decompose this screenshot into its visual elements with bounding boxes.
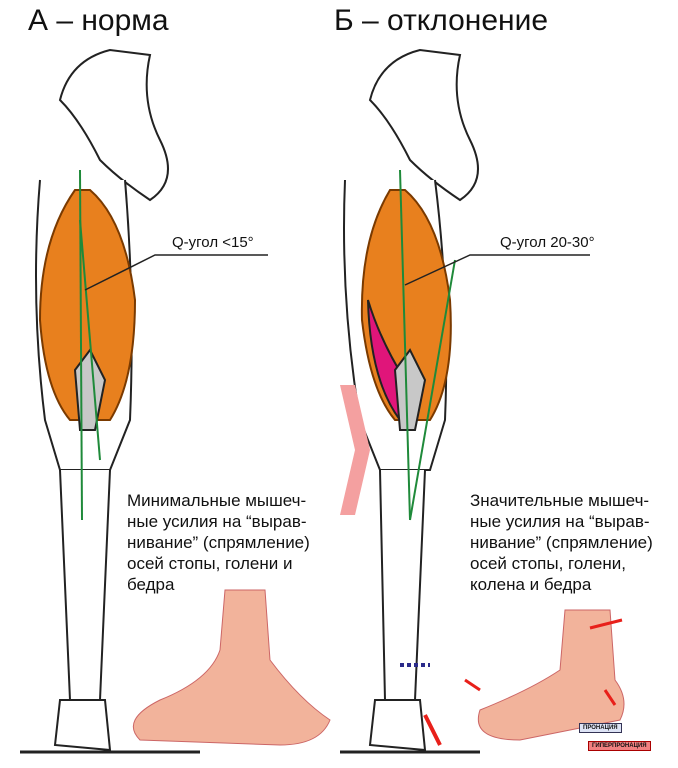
description-line: колена и бедра bbox=[470, 575, 592, 594]
foot-illustration-normal bbox=[132, 589, 331, 746]
description-line: нивание” (спрямление) bbox=[470, 533, 653, 552]
patella bbox=[73, 348, 107, 431]
description-line: осей стопы, голени и bbox=[127, 554, 293, 573]
patella bbox=[393, 348, 427, 431]
description-line: Минимальные мышеч- bbox=[127, 491, 307, 510]
description-a: Минимальные мышеч- ные усилия на “вырав-… bbox=[127, 490, 310, 595]
valgus-marker bbox=[340, 385, 370, 515]
description-b: Значительные мышеч- ные усилия на “вырав… bbox=[470, 490, 653, 595]
pelvis bbox=[58, 48, 169, 202]
foot-illustration-pronation bbox=[464, 609, 625, 741]
q-axis-line bbox=[399, 169, 411, 521]
leg-normal bbox=[20, 48, 268, 754]
description-line: ные усилия на “вырав- bbox=[127, 512, 307, 531]
q-pointer bbox=[84, 254, 268, 291]
description-line: бедра bbox=[127, 575, 175, 594]
hyperpronation-tag: ГИПЕРПРОНАЦИЯ bbox=[588, 741, 651, 751]
q-pointer bbox=[404, 254, 590, 286]
arrow-red bbox=[423, 714, 442, 746]
pronation-tag: ПРОНАЦИЯ bbox=[579, 723, 622, 733]
leg-deviation bbox=[340, 48, 590, 754]
panel-b-title: Б – отклонение bbox=[334, 4, 549, 37]
description-line: нивание” (спрямление) bbox=[127, 533, 310, 552]
pelvis bbox=[368, 48, 479, 202]
description-line: осей стопы, голени, bbox=[470, 554, 626, 573]
q-angle-label-b: Q-угол 20-30° bbox=[500, 234, 595, 251]
arrow-red bbox=[464, 618, 623, 706]
description-line: Значительные мышеч- bbox=[470, 491, 650, 510]
tibia bbox=[59, 469, 111, 701]
foot bbox=[53, 699, 112, 752]
q-angle-label-a: Q-угол <15° bbox=[172, 234, 254, 251]
panel-a-title: А – норма bbox=[28, 4, 169, 37]
foot bbox=[368, 699, 427, 752]
description-line: ные усилия на “вырав- bbox=[470, 512, 650, 531]
